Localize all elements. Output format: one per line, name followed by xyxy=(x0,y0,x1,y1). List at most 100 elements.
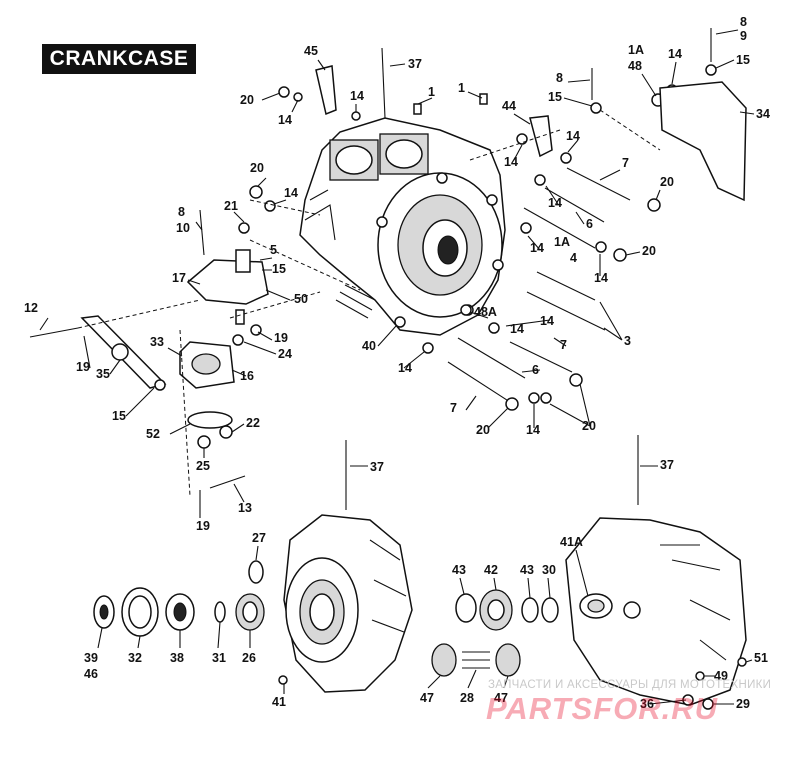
leader-mount xyxy=(249,239,361,291)
bolt-7-lower xyxy=(447,361,511,403)
callout-19-c: 19 xyxy=(196,519,210,533)
upper-crankcase-assembly xyxy=(299,117,506,336)
callout-14-k: 14 xyxy=(526,423,540,437)
right-bearings-row xyxy=(431,589,559,677)
bearing-32-inner xyxy=(128,595,152,629)
leader-20-left xyxy=(249,199,321,216)
left-linkage xyxy=(80,309,262,449)
washer-14-j xyxy=(488,322,500,334)
callout-15-mid: 15 xyxy=(272,262,286,276)
leader-lines xyxy=(39,29,755,705)
callout-20-low: 20 xyxy=(476,423,490,437)
case-half-right-hole xyxy=(623,601,641,619)
callout-20-left: 20 xyxy=(250,161,264,175)
stud-13 xyxy=(209,475,246,489)
bracket-45 xyxy=(315,65,337,116)
callout-14-a: 14 xyxy=(278,113,292,127)
bolt-3-a xyxy=(536,271,596,301)
callout-45: 45 xyxy=(304,44,318,58)
washer-15-right xyxy=(590,102,602,114)
washer-14-d xyxy=(560,152,572,164)
nut-48a xyxy=(460,304,472,316)
link-spring xyxy=(111,343,129,361)
ring-30 xyxy=(541,597,559,623)
dashed-leaders xyxy=(77,109,661,497)
callout-14-f: 14 xyxy=(530,241,544,255)
callout-14-right: 14 xyxy=(668,47,682,61)
bracket-17 xyxy=(186,259,269,305)
callout-1a-mid: 1A xyxy=(554,235,570,249)
bolt-6-lower xyxy=(457,337,526,379)
callout-4: 4 xyxy=(570,251,577,265)
callout-leaders xyxy=(39,29,755,705)
seal-43-a xyxy=(455,593,477,623)
bracket-17-tab xyxy=(235,249,251,273)
seal-39-hole xyxy=(99,604,109,620)
clip-19-a xyxy=(250,324,262,336)
callout-36: 36 xyxy=(640,697,654,711)
washer-14-e xyxy=(534,174,546,186)
washer-14-left xyxy=(264,200,276,212)
studs-and-bolts xyxy=(29,28,712,510)
bore-opening-rear xyxy=(335,145,373,175)
washer-14-o xyxy=(540,392,552,404)
bolt-4 xyxy=(523,207,596,249)
callout-33: 33 xyxy=(150,335,164,349)
main-bearing-hole xyxy=(437,235,459,265)
leader-34 xyxy=(599,109,661,151)
bracket-34 xyxy=(659,81,747,202)
stud-37-top xyxy=(381,47,386,119)
bolt-6-upper xyxy=(544,187,605,223)
bearing-47-b xyxy=(495,643,521,677)
callout-20-right: 20 xyxy=(660,175,674,189)
callout-26: 26 xyxy=(242,651,256,665)
nut-22 xyxy=(219,425,233,439)
leader-44 xyxy=(469,129,561,161)
callout-42: 42 xyxy=(484,563,498,577)
ring-31 xyxy=(214,601,226,623)
bearing-47-a xyxy=(431,643,457,677)
brackets xyxy=(186,65,747,305)
washer-15-top xyxy=(705,64,717,76)
callout-40: 40 xyxy=(362,339,376,353)
plug-41 xyxy=(278,675,288,685)
callout-19-a: 19 xyxy=(274,331,288,345)
washer-14-c xyxy=(516,133,528,145)
washer-14-n xyxy=(528,392,540,404)
callout-14-b: 14 xyxy=(350,89,364,103)
callout-13: 13 xyxy=(238,501,252,515)
callout-47-a: 47 xyxy=(420,691,434,705)
washer-14-top xyxy=(293,92,303,102)
callout-34: 34 xyxy=(756,107,770,121)
callout-14-e: 14 xyxy=(548,196,562,210)
washer-15-lower xyxy=(154,379,166,391)
callout-32: 32 xyxy=(128,651,142,665)
case-half-right xyxy=(565,517,747,706)
bore-opening-front xyxy=(385,139,423,169)
callout-25: 25 xyxy=(196,459,210,473)
callout-43-a: 43 xyxy=(452,563,466,577)
callout-37-top: 37 xyxy=(408,57,422,71)
boss-e xyxy=(394,316,406,328)
callout-27: 27 xyxy=(252,531,266,545)
leader-isolator xyxy=(229,291,321,319)
roller-26-inner xyxy=(242,601,258,623)
bearing-42-inner xyxy=(487,599,505,621)
callout-28: 28 xyxy=(460,691,474,705)
callout-6-top: 6 xyxy=(586,217,593,231)
watermark-logo: PARTSFOR.RU xyxy=(486,691,719,726)
callout-7-mid: 7 xyxy=(560,338,567,352)
callout-7-low: 7 xyxy=(450,401,457,415)
boss-a xyxy=(436,172,448,184)
nut-20-left xyxy=(249,185,263,199)
case-half-right-boss-hole xyxy=(587,599,605,613)
clip-21 xyxy=(238,222,250,234)
callout-38: 38 xyxy=(170,651,184,665)
callout-24: 24 xyxy=(278,347,292,361)
washer-14-k xyxy=(422,342,434,354)
bracket-44 xyxy=(529,115,553,158)
callout-1a-top: 1A xyxy=(628,43,644,57)
nut-20-g xyxy=(647,198,661,212)
callout-48: 48 xyxy=(628,59,642,73)
boss-f xyxy=(376,216,388,228)
